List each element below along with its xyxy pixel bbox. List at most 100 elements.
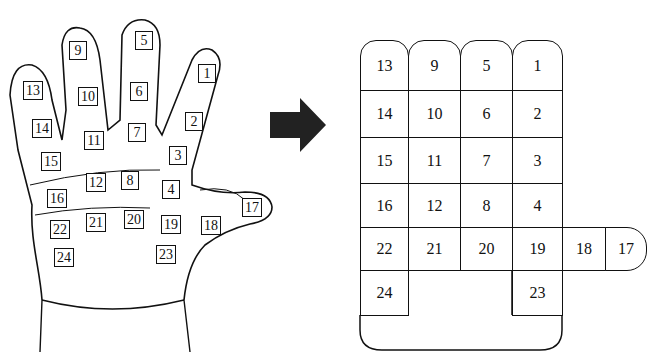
region-number: 21 xyxy=(89,216,103,230)
hand-label-box: 8 xyxy=(121,171,139,190)
region-number: 12 xyxy=(427,198,443,214)
region-number: 3 xyxy=(175,149,182,163)
region-number: 2 xyxy=(191,115,198,129)
region-number: 19 xyxy=(164,218,178,232)
hand-label-box: 21 xyxy=(86,213,106,232)
region-number: 22 xyxy=(53,223,67,237)
region-number: 4 xyxy=(534,198,542,214)
region-number: 10 xyxy=(427,106,443,122)
hand-label-box: 24 xyxy=(54,248,74,267)
region-number: 7 xyxy=(134,126,141,140)
wrist-cuff xyxy=(40,300,190,352)
region-number: 24 xyxy=(57,251,71,265)
region-number: 19 xyxy=(530,241,546,257)
hand-label-box: 2 xyxy=(185,112,203,131)
hand-label-box: 13 xyxy=(23,81,43,100)
grid-cell: 14 xyxy=(360,90,409,138)
region-number: 13 xyxy=(377,58,393,74)
transform-arrow xyxy=(270,98,326,152)
region-number: 23 xyxy=(530,285,546,301)
region-number: 22 xyxy=(377,241,393,257)
hand-label-box: 18 xyxy=(201,216,221,235)
region-number: 11 xyxy=(87,134,100,148)
grid-cell: 2 xyxy=(512,90,563,138)
region-number: 8 xyxy=(127,174,134,188)
grid-cell: 17 xyxy=(605,227,647,271)
region-number: 2 xyxy=(534,106,542,122)
grid-cell: 19 xyxy=(512,227,563,271)
grid-cell: 11 xyxy=(408,137,461,184)
region-number: 16 xyxy=(377,198,393,214)
region-number: 9 xyxy=(75,44,82,58)
hand-label-box: 22 xyxy=(50,220,70,239)
hand-label-box: 7 xyxy=(128,123,146,142)
hand-label-box: 23 xyxy=(156,245,176,264)
grid-cell: 21 xyxy=(408,227,461,271)
grid-cell: 22 xyxy=(360,227,409,271)
region-number: 17 xyxy=(245,201,259,215)
region-number: 11 xyxy=(427,153,442,169)
hand-label-box: 1 xyxy=(198,64,216,83)
hand-label-box: 3 xyxy=(169,146,187,165)
hand-label-box: 15 xyxy=(41,152,61,171)
region-number: 15 xyxy=(44,155,58,169)
grid-cell: 3 xyxy=(512,137,563,184)
region-number: 18 xyxy=(204,219,218,233)
region-number: 17 xyxy=(618,241,634,257)
region-number: 20 xyxy=(479,241,495,257)
grid-cell: 24 xyxy=(360,270,409,316)
region-number: 18 xyxy=(576,241,592,257)
grid-cell: 20 xyxy=(460,227,513,271)
hand-outline xyxy=(10,20,272,300)
region-number: 13 xyxy=(26,84,40,98)
region-number: 23 xyxy=(159,248,173,262)
hand-label-box: 9 xyxy=(69,41,87,60)
grid-cell: 10 xyxy=(408,90,461,138)
hand-label-box: 20 xyxy=(124,210,144,229)
region-number: 21 xyxy=(427,241,443,257)
grid-cell: 12 xyxy=(408,183,461,228)
grid-cell: 9 xyxy=(408,40,461,91)
region-number: 5 xyxy=(141,34,148,48)
hand-label-box: 4 xyxy=(162,180,180,199)
region-number: 5 xyxy=(483,58,491,74)
region-number: 6 xyxy=(483,106,491,122)
hand-label-box: 17 xyxy=(242,198,262,217)
hand-label-box: 5 xyxy=(135,31,153,50)
region-number: 20 xyxy=(127,213,141,227)
hand-label-box: 14 xyxy=(32,119,52,138)
hand-label-box: 19 xyxy=(161,215,181,234)
grid-cell: 15 xyxy=(360,137,409,184)
hand-label-box: 11 xyxy=(84,131,104,150)
grid-cell: 18 xyxy=(562,227,606,271)
region-number: 14 xyxy=(377,106,393,122)
region-number: 14 xyxy=(35,122,49,136)
region-number: 1 xyxy=(534,58,542,74)
grid-cell: 4 xyxy=(512,183,563,228)
region-number: 3 xyxy=(534,153,542,169)
grid-cell: 7 xyxy=(460,137,513,184)
palm-crease xyxy=(30,170,245,215)
hand-label-box: 6 xyxy=(130,82,148,101)
hand-label-box: 16 xyxy=(47,189,67,208)
hand-label-box: 12 xyxy=(86,173,106,192)
palm-divider xyxy=(408,270,512,315)
region-number: 12 xyxy=(89,176,103,190)
grid-cell: 5 xyxy=(460,40,513,91)
grid-cell: 6 xyxy=(460,90,513,138)
region-number: 7 xyxy=(483,153,491,169)
region-number: 6 xyxy=(136,85,143,99)
hand-label-box: 10 xyxy=(78,87,98,106)
region-number: 8 xyxy=(483,198,491,214)
region-number: 1 xyxy=(204,67,211,81)
grid-cell: 8 xyxy=(460,183,513,228)
region-number: 4 xyxy=(168,183,175,197)
region-number: 10 xyxy=(81,90,95,104)
grid-cell: 23 xyxy=(512,270,563,316)
region-number: 15 xyxy=(377,153,393,169)
grid-cell: 1 xyxy=(512,40,563,91)
region-number: 24 xyxy=(377,285,393,301)
grid-cell: 13 xyxy=(360,40,409,91)
palm-outline xyxy=(360,315,562,350)
